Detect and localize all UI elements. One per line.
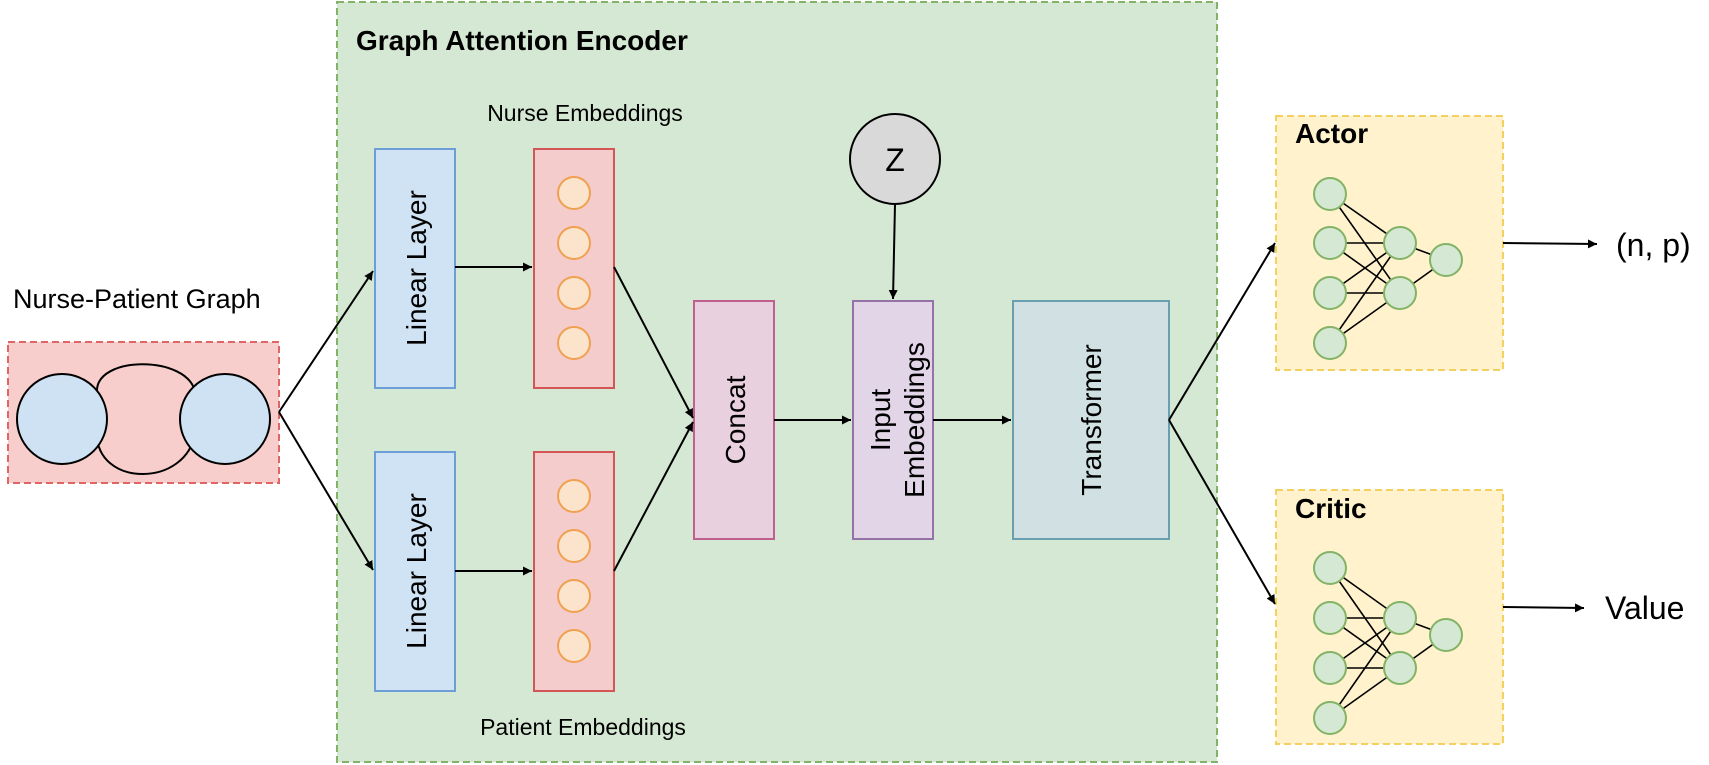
arrow-actor-to-output (1502, 239, 1598, 249)
mlp-neuron (1313, 651, 1347, 685)
critic-title: Critic (1295, 493, 1367, 524)
svg-text:Input: Input (865, 389, 896, 451)
actor-output-label: (n, p) (1616, 227, 1691, 263)
graph-node-patient (179, 373, 271, 465)
concat-block: Concat (693, 300, 775, 540)
linear-layer-top: Linear Layer (374, 148, 456, 389)
patient-embeddings-label: Patient Embeddings (480, 714, 686, 740)
mlp-neuron (1313, 177, 1347, 211)
arrow-transformer-to-critic (1168, 419, 1276, 605)
arrow-nurse-emb-to-concat (613, 266, 694, 419)
embedding-unit (557, 579, 591, 613)
input-graph (7, 341, 280, 484)
embedding-unit (557, 226, 591, 260)
mlp-neuron (1383, 651, 1417, 685)
svg-text:Concat: Concat (720, 375, 751, 464)
embedding-unit (557, 276, 591, 310)
embedding-unit (557, 326, 591, 360)
mlp-neuron (1383, 226, 1417, 260)
latent-z-node: Z (849, 113, 941, 205)
graph-edge-top (95, 363, 196, 393)
mlp-neuron (1313, 226, 1347, 260)
arrow-critic-to-output (1502, 603, 1585, 613)
flow-arrows (278, 203, 1598, 613)
nurse-embeddings-label: Nurse Embeddings (487, 100, 683, 126)
arrow-graph-to-linear-bottom (278, 411, 374, 571)
mlp-neuron (1429, 618, 1463, 652)
embedding-unit (557, 479, 591, 513)
svg-text:Linear Layer: Linear Layer (401, 190, 432, 346)
transformer-block: Transformer (1012, 300, 1170, 540)
arrow-graph-to-linear-top (278, 270, 374, 413)
svg-text:Embeddings: Embeddings (899, 342, 930, 498)
graph-edge-bottom (95, 431, 196, 475)
mlp-neuron (1313, 601, 1347, 635)
arrow-patient-emb-to-concat (613, 421, 694, 572)
encoder-title: Graph Attention Encoder (356, 25, 688, 56)
patient-embeddings-vector (533, 451, 615, 692)
mlp-neuron (1313, 701, 1347, 735)
arrow-transformer-to-actor (1168, 242, 1276, 421)
svg-text:Transformer: Transformer (1076, 344, 1107, 495)
critic-output-label: Value (1605, 590, 1684, 626)
actor-head: Actor (1275, 115, 1504, 371)
mlp-neuron (1429, 243, 1463, 277)
input-embeddings-block: Input Embeddings (852, 300, 934, 540)
linear-layer-bottom: Linear Layer (374, 451, 456, 692)
mlp-neuron (1313, 276, 1347, 310)
mlp-neuron (1313, 551, 1347, 585)
arrow-z-to-input-emb (888, 203, 898, 300)
graph-node-nurse (16, 373, 108, 465)
embedding-unit (557, 529, 591, 563)
mlp-neuron (1383, 601, 1417, 635)
mlp-neuron (1313, 326, 1347, 360)
critic-head: Critic (1275, 489, 1504, 745)
svg-text:Z: Z (885, 142, 905, 178)
embedding-unit (557, 629, 591, 663)
actor-title: Actor (1295, 118, 1368, 149)
embedding-unit (557, 176, 591, 210)
mlp-neuron (1383, 276, 1417, 310)
input-graph-label: Nurse-Patient Graph (13, 284, 261, 314)
nurse-embeddings-vector (533, 148, 615, 389)
svg-text:Linear Layer: Linear Layer (401, 493, 432, 649)
